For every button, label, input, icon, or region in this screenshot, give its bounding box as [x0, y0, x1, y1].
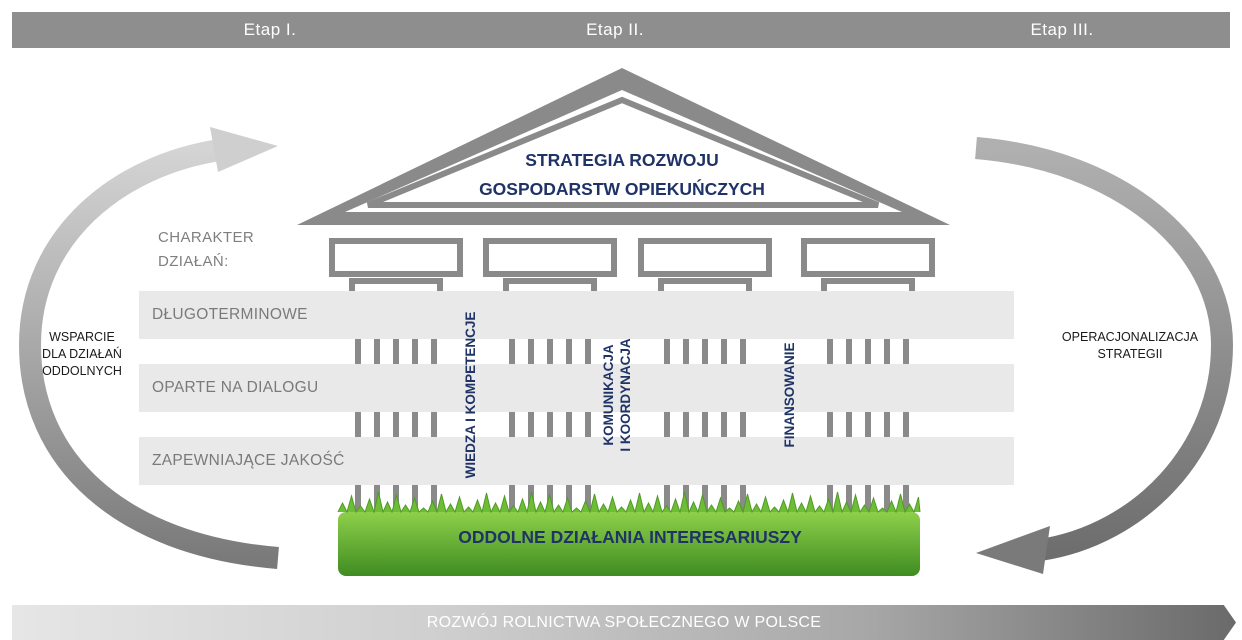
band-label-quality: ZAPEWNIAJĄCE JAKOŚĆ: [152, 452, 345, 469]
bottom-banner: [12, 605, 1236, 640]
right-side-label: OPERACJONALIZACJA STRATEGII: [1061, 330, 1199, 361]
band-label-dialogue: OPARTE NA DIALOGU: [152, 379, 319, 396]
pillar-4-capital: [801, 238, 935, 277]
left-cycle-arrow: [18, 127, 279, 569]
band-quality: [139, 437, 1014, 485]
pillar-3-capital: [638, 238, 772, 277]
grass-base: [338, 512, 920, 576]
band-long-term: [139, 291, 1014, 339]
band-dialogue: [139, 364, 1014, 412]
grass-blades: [337, 491, 921, 514]
roof: [297, 68, 950, 225]
pillar-1-capital: [329, 238, 463, 277]
left-side-label: WSPARCIE DLA DZIAŁAŃ ODDOLNYCH: [42, 330, 122, 378]
pillar-label-knowledge: WIEDZA I KOMPETENCJE: [463, 311, 478, 479]
stage-1-label: Etap I.: [243, 20, 297, 39]
stage-2-label: Etap II.: [586, 20, 644, 39]
bottom-banner-label: ROZWÓJ ROLNICTWA SPOŁECZNEGO W POLSCE: [426, 614, 822, 631]
stage-3-label: Etap III.: [1030, 20, 1094, 39]
right-cycle-arrow: [975, 137, 1234, 574]
pillar-2-capital: [483, 238, 617, 277]
foundation-label: ODDOLNE DZIAŁANIA INTERESARIUSZY: [458, 527, 802, 547]
band-label-long-term: DŁUGOTERMINOWE: [152, 306, 308, 323]
grass: [337, 491, 921, 576]
roof-title: STRATEGIA ROZWOJU GOSPODARSTW OPIEKUŃCZY…: [479, 150, 765, 199]
pillar-label-communication: KOMUNIKACJA I KOORDYNACJA: [601, 338, 633, 452]
pillar-label-financing: FINANSOWANIE: [782, 342, 797, 448]
character-label: CHARAKTER DZIAŁAŃ:: [158, 229, 255, 270]
stages-bar: [12, 12, 1230, 48]
